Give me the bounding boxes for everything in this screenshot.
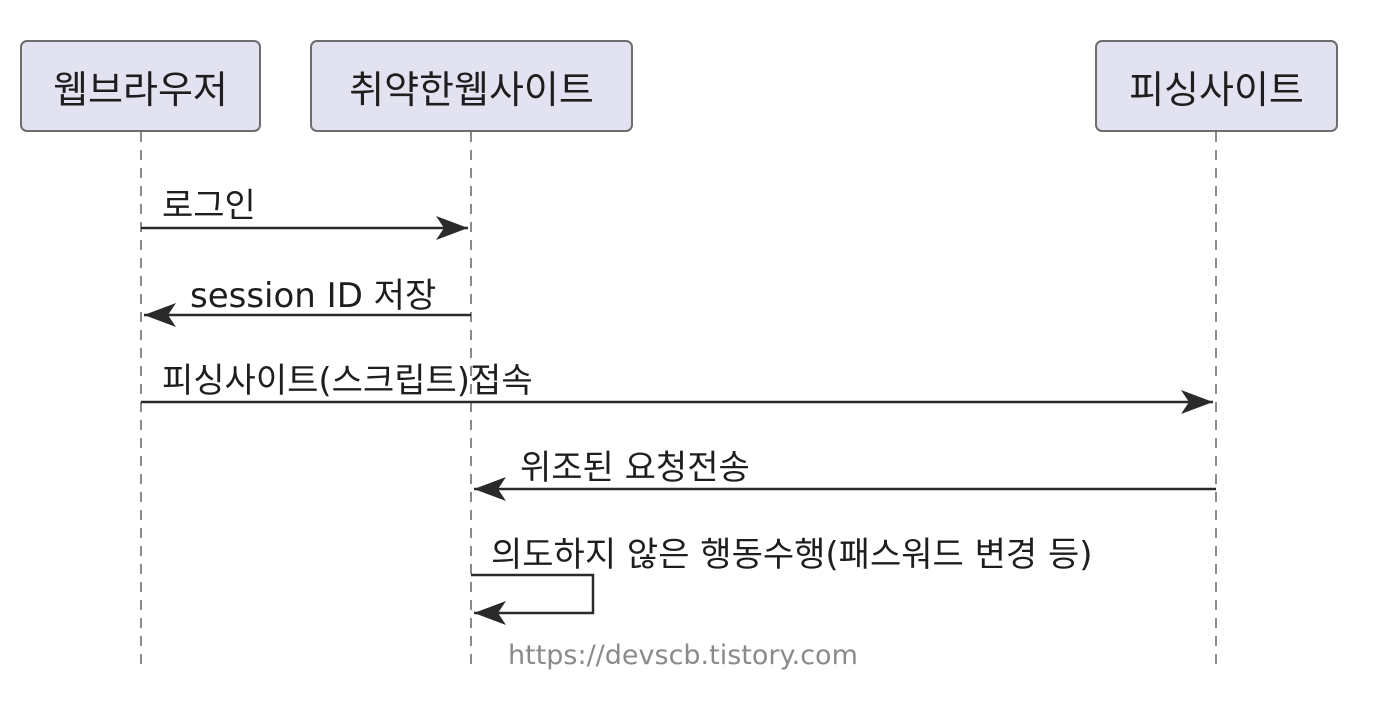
participant-phishing-site: 피싱사이트: [1095, 40, 1338, 132]
message-label-phishing-access: 피싱사이트(스크립트)접속: [162, 361, 533, 401]
message-label-session-id: session ID 저장: [190, 276, 437, 316]
arrowhead-session-id: [144, 303, 176, 327]
arrowhead-login: [436, 216, 468, 240]
arrowhead-self-action: [474, 601, 506, 625]
participant-browser: 웹브라우저: [20, 40, 261, 132]
watermark-url: https://devscb.tistory.com: [508, 640, 858, 671]
arrowhead-forged-request: [474, 477, 506, 501]
message-label-forged-request: 위조된 요청전송: [520, 448, 750, 488]
message-label-self-action: 의도하지 않은 행동수행(패스워드 변경 등): [491, 535, 1093, 575]
message-label-login: 로그인: [162, 186, 256, 226]
participant-vulnerable-site: 취약한웹사이트: [310, 40, 633, 132]
arrow-self-action: [471, 573, 595, 615]
arrowhead-phishing-access: [1181, 390, 1213, 414]
